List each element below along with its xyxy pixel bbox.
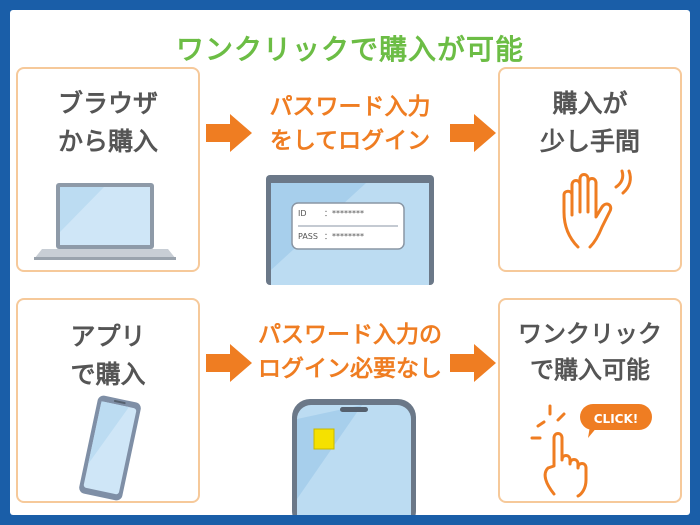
arrow-right-icon	[206, 114, 252, 152]
phone-app-screen	[292, 399, 416, 515]
purchase-hassle-text: 購入が 少し手間	[539, 89, 640, 156]
arrow-right-icon	[450, 114, 496, 152]
monitor-login-screen	[266, 175, 434, 285]
app-purchase-card: アプリ で購入	[16, 298, 200, 503]
raised-hand-icon	[562, 169, 632, 249]
arrow-right-icon	[450, 344, 496, 382]
app-purchase-text: アプリ で購入	[70, 322, 146, 389]
password-login-text: パスワード入力 をしてログイン	[269, 94, 431, 154]
pointing-hand-icon	[530, 404, 588, 498]
click-bubble-icon	[580, 404, 652, 438]
browser-purchase-card: ブラウザ から購入	[16, 67, 200, 272]
purchase-hassle-card: 購入が 少し手間	[498, 67, 682, 272]
page-title: ワンクリックで購入が可能	[175, 33, 524, 66]
click-label: CLICK!	[593, 412, 639, 426]
one-click-card: ワンクリック で購入可能 CLICK!	[498, 298, 682, 503]
id-value: ：********	[324, 209, 364, 218]
pass-value: ：********	[324, 232, 364, 241]
login-id-row: ID ：********	[298, 208, 408, 219]
arrow-right-icon	[206, 344, 252, 382]
smartphone-icon	[79, 395, 141, 501]
no-login-text: パスワード入力の ログイン必要なし	[258, 322, 442, 382]
login-pass-row: PASS ：********	[298, 231, 408, 242]
browser-purchase-text: ブラウザ から購入	[57, 89, 158, 156]
id-label: ID	[298, 209, 307, 218]
infographic-frame: ワンクリックで購入が可能 ブラウザ から購入 パスワード入力 をしてログイン I…	[10, 10, 690, 515]
one-click-text: ワンクリック で購入可能	[518, 320, 662, 384]
pass-label: PASS	[298, 232, 318, 241]
laptop-icon	[34, 183, 176, 260]
